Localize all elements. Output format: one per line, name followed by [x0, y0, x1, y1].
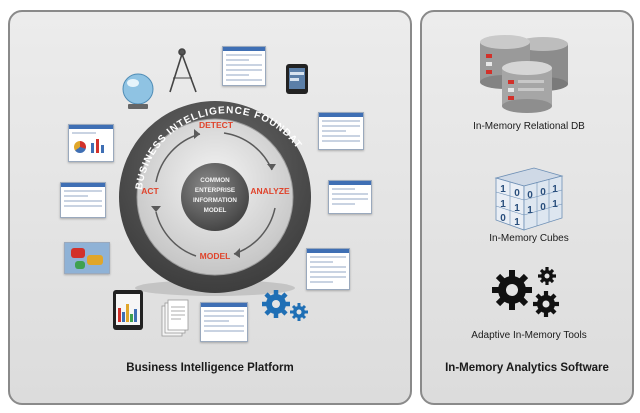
cube-icon: 1 0 1 1 0 1 0 0 1 1 0 1 — [494, 167, 564, 231]
core-text: COMMON ENTERPRISE INFORMATION MODEL — [193, 177, 237, 214]
svg-text:0: 0 — [500, 213, 506, 224]
cubes-label: In-Memory Cubes — [489, 233, 569, 244]
bi-platform-panel: BUSINESS INTELLIGENCE FOUNDATION COMMON … — [8, 10, 412, 405]
tablet-icon — [286, 64, 308, 94]
relational-db-label: In-Memory Relational DB — [473, 121, 585, 132]
svg-text:1: 1 — [500, 184, 506, 195]
svg-text:ENTERPRISE: ENTERPRISE — [195, 187, 235, 194]
database-icon — [480, 35, 568, 113]
svg-text:1: 1 — [552, 184, 558, 195]
gears-icon — [262, 290, 308, 321]
svg-text:1: 1 — [552, 199, 558, 210]
stage-model: MODEL — [200, 251, 231, 261]
screenshot-thumbnail — [200, 302, 248, 342]
svg-text:1: 1 — [514, 217, 520, 228]
document-stack-icon — [161, 299, 189, 337]
svg-text:MODEL: MODEL — [204, 207, 227, 214]
screenshot-thumbnail — [68, 124, 114, 162]
core-circle — [181, 163, 249, 231]
screenshot-thumbnail — [60, 182, 106, 218]
bi-platform-caption: Business Intelligence Platform — [126, 362, 294, 374]
svg-text:1: 1 — [514, 203, 520, 214]
adaptive-tools-label: Adaptive In-Memory Tools — [471, 330, 587, 341]
screenshot-thumbnail — [222, 46, 266, 86]
arrow-heads — [151, 129, 276, 258]
stage-act: ACT — [141, 186, 159, 196]
svg-text:0: 0 — [527, 190, 533, 201]
screenshot-thumbnail — [328, 180, 372, 214]
compass-icon — [169, 48, 197, 93]
svg-text:INFORMATION: INFORMATION — [193, 197, 237, 204]
svg-text:COMMON: COMMON — [200, 177, 230, 184]
tablet-chart-icon — [113, 290, 143, 330]
stage-detect: DETECT — [199, 120, 234, 130]
svg-text:0: 0 — [540, 202, 546, 213]
in-memory-analytics-caption: In-Memory Analytics Software — [445, 362, 609, 374]
svg-text:1: 1 — [527, 205, 533, 216]
screenshot-thumbnail — [318, 112, 364, 150]
bi-foundation-diagram: BUSINESS INTELLIGENCE FOUNDATION COMMON … — [10, 12, 311, 337]
svg-text:1: 1 — [500, 199, 506, 210]
in-memory-analytics-panel: In-Memory Relational DB 1 0 1 1 0 1 0 0 … — [420, 10, 634, 405]
inner-ring-rim — [136, 118, 294, 276]
map-thumbnail — [64, 242, 110, 274]
crystal-ball-icon — [122, 73, 154, 109]
svg-text:0: 0 — [514, 188, 520, 199]
screenshot-thumbnail — [306, 248, 350, 290]
gears-icon — [492, 267, 559, 317]
svg-text:0: 0 — [540, 187, 546, 198]
stage-analyze: ANALYZE — [250, 186, 290, 196]
